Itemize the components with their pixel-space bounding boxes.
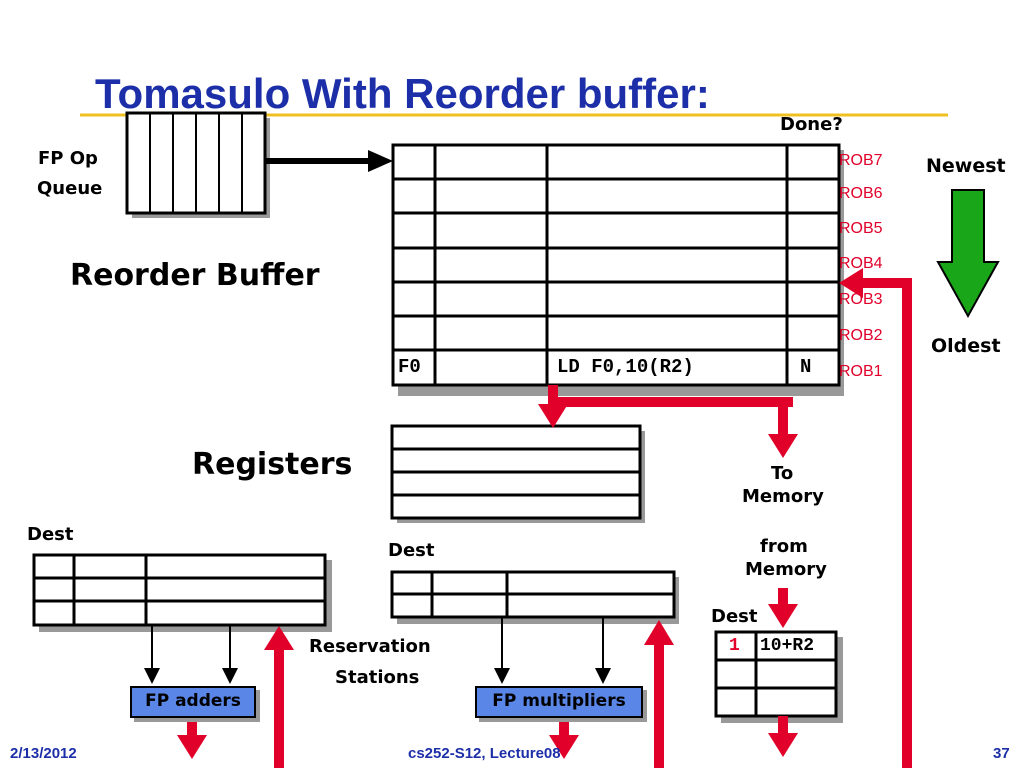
to-memory-line1: To [771, 463, 794, 484]
rob4-label: ROB4 [839, 255, 883, 272]
load-buffer-table [714, 630, 843, 723]
reservation-stations-line1: Reservation [309, 636, 431, 657]
from-memory-line2: Memory [745, 559, 827, 580]
fp-op-queue [125, 111, 270, 218]
newest-to-oldest-arrow [936, 189, 1000, 319]
rob1-dest: F0 [398, 356, 421, 378]
rob5-label: ROB5 [839, 220, 883, 237]
load-buffer-dest-label: Dest [711, 606, 758, 627]
adder-rs-dest-label: Dest [27, 524, 74, 545]
from-memory-line1: from [760, 536, 808, 557]
footer-page-number: 37 [993, 745, 1010, 762]
rob6-label: ROB6 [839, 185, 883, 202]
load-buffer-entry-dest: 1 [729, 636, 740, 656]
load-buffer-entry-addr: 10+R2 [760, 636, 815, 656]
multiplier-reservation-stations [390, 570, 679, 624]
rob7-label: ROB7 [839, 152, 883, 169]
multiplier-rs-dest-label: Dest [388, 540, 435, 561]
slide-title: Tomasulo With Reorder buffer: [95, 70, 710, 117]
registers-table [390, 424, 645, 523]
registers-title: Registers [192, 447, 353, 482]
red-arrows [177, 268, 912, 768]
newest-label: Newest [926, 155, 1006, 177]
rob1-done: N [800, 356, 812, 378]
footer-course: cs252-S12, Lecture08 [408, 745, 561, 762]
oldest-label: Oldest [931, 335, 1001, 357]
reservation-stations-line2: Stations [335, 667, 420, 688]
footer-date: 2/13/2012 [10, 745, 77, 762]
fp-multipliers-unit: FP multipliers [475, 686, 643, 718]
reorder-buffer-table [391, 143, 844, 396]
adder-reservation-stations [32, 553, 332, 632]
done-column-header: Done? [780, 114, 843, 135]
rob2-label: ROB2 [839, 327, 883, 344]
rob1-label: ROB1 [839, 363, 883, 380]
rob3-label: ROB3 [839, 291, 883, 308]
fp-adders-unit: FP adders [130, 686, 256, 718]
fp-op-queue-label-line2: Queue [37, 178, 103, 199]
rob1-instruction: LD F0,10(R2) [557, 356, 694, 378]
fp-op-queue-label-line1: FP Op [38, 148, 98, 169]
reorder-buffer-title: Reorder Buffer [70, 258, 320, 293]
to-memory-line2: Memory [742, 486, 824, 507]
